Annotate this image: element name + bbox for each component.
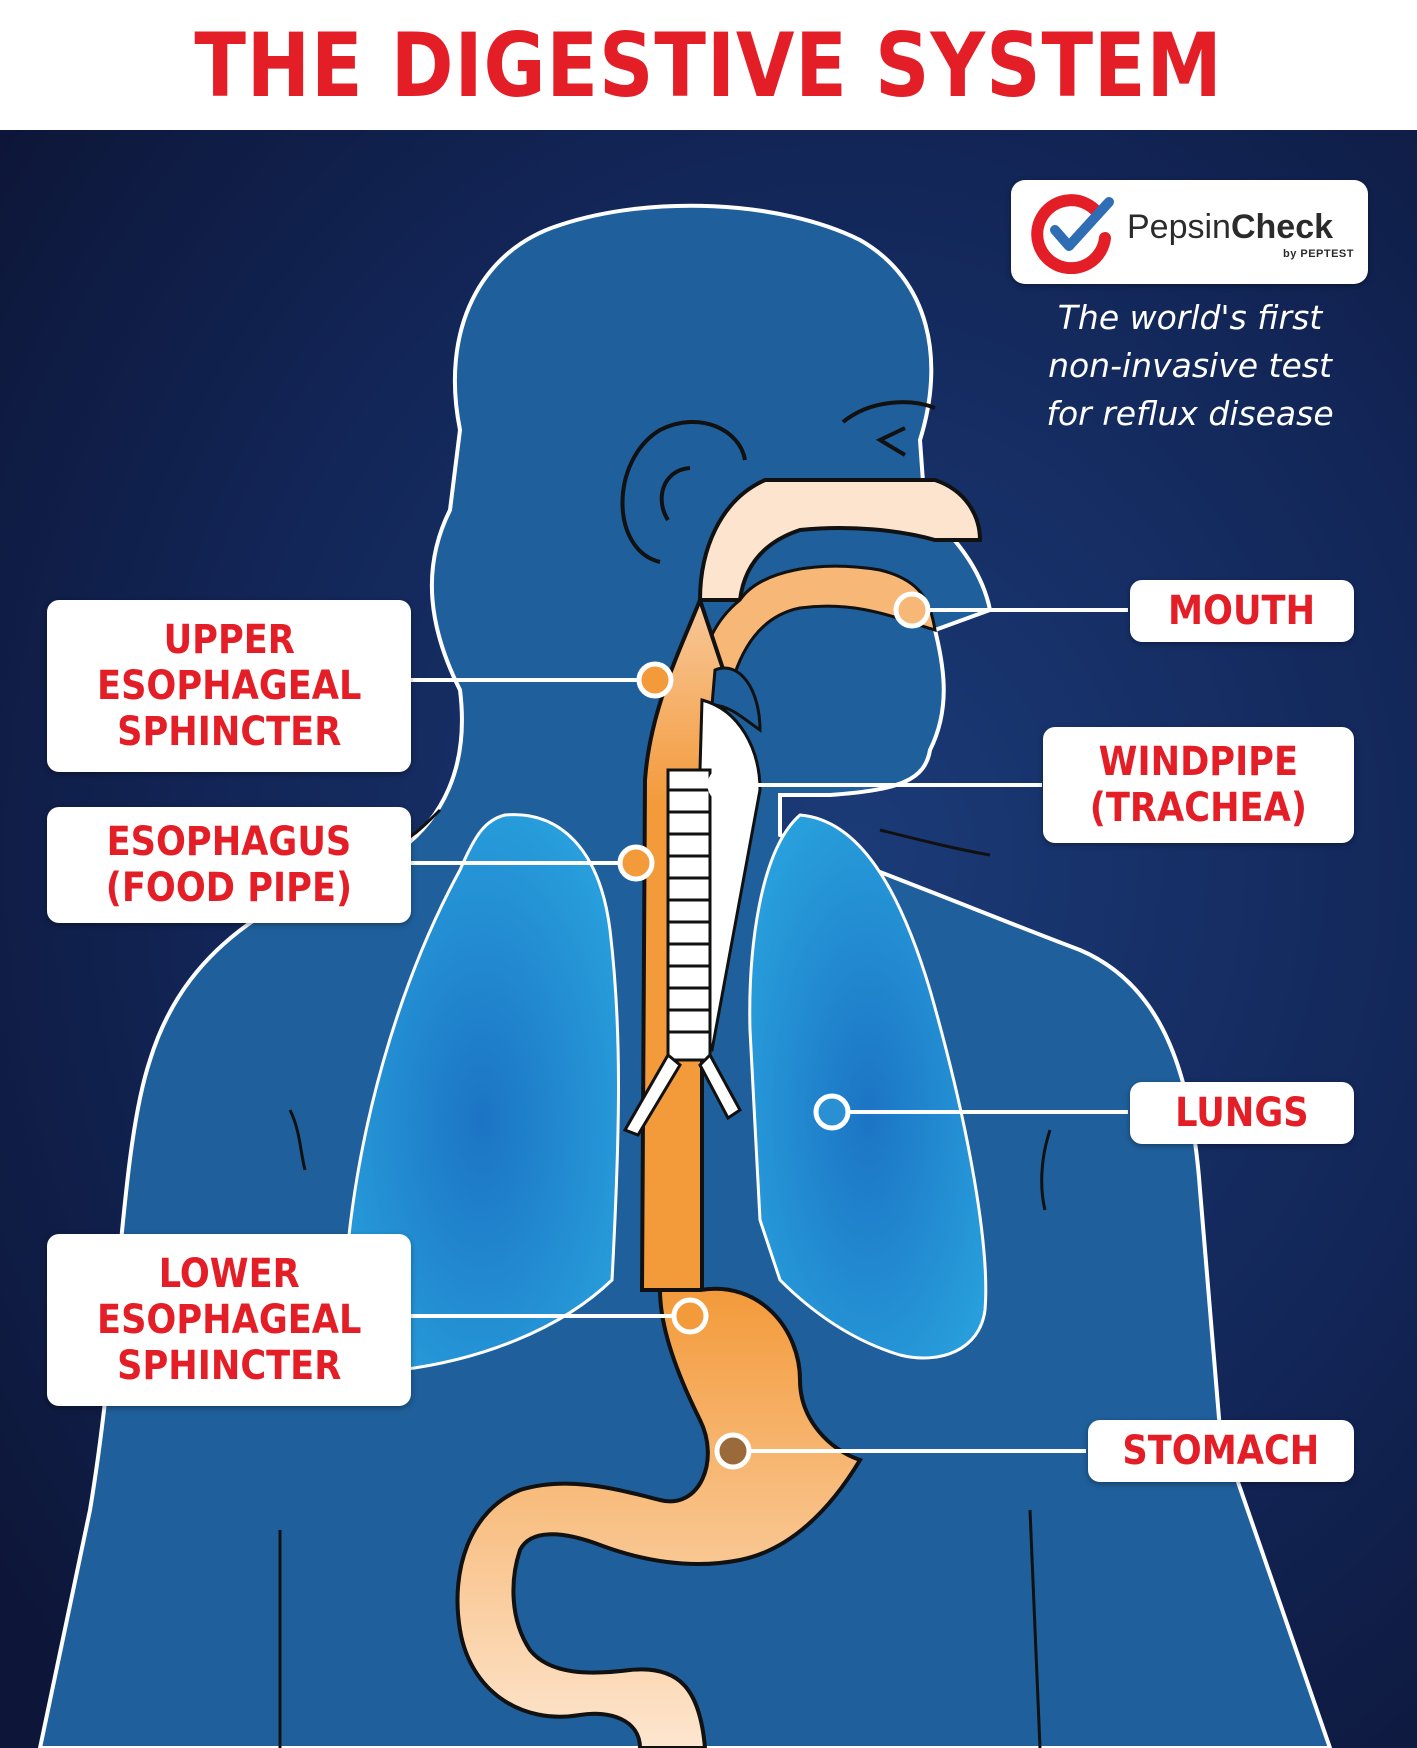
diagram-scene: UPPER ESOPHAGEAL SPHINCTER ESOPHAGUS (FO… — [0, 130, 1417, 1748]
label-markers — [617, 591, 931, 1470]
logo-byline: by PEPTEST — [1282, 248, 1354, 260]
label-mouth: MOUTH — [1130, 580, 1354, 642]
label-stomach: STOMACH — [1088, 1420, 1354, 1482]
label-stomach-text: STOMACH — [1122, 1428, 1320, 1474]
label-lungs: LUNGS — [1130, 1082, 1354, 1144]
marker-stomach — [714, 1432, 752, 1470]
label-upper-esophageal-sphincter: UPPER ESOPHAGEAL SPHINCTER — [47, 600, 411, 772]
tagline: The world's first non-invasive test for … — [1046, 298, 1334, 433]
label-lower-esophageal-sphincter-text: LOWER ESOPHAGEAL SPHINCTER — [96, 1251, 362, 1389]
nasal-cavity — [697, 478, 983, 602]
label-upper-esophageal-sphincter-text: UPPER ESOPHAGEAL SPHINCTER — [96, 617, 362, 755]
marker-lungs — [813, 1093, 851, 1131]
label-windpipe-text: WINDPIPE (TRACHEA) — [1089, 739, 1308, 831]
check-circle-icon — [1031, 194, 1114, 274]
label-lower-esophageal-sphincter: LOWER ESOPHAGEAL SPHINCTER — [47, 1234, 411, 1406]
right-lung — [748, 813, 988, 1360]
epiglottis — [710, 666, 762, 733]
marker-esophagus — [617, 844, 655, 882]
logo-name-bold: Check — [1230, 208, 1334, 246]
label-lungs-text: LUNGS — [1175, 1090, 1309, 1136]
marker-upper-sphincter — [636, 661, 674, 699]
logo-name-light: Pepsin — [1127, 208, 1231, 246]
label-esophagus-text: ESOPHAGUS (FOOD PIPE) — [105, 819, 353, 911]
label-mouth-text: MOUTH — [1168, 588, 1316, 634]
left-lung — [342, 813, 620, 1372]
pepsincheck-logo: PepsinCheck by PEPTEST — [1011, 180, 1368, 284]
leader-lines — [411, 608, 1128, 1453]
page-title: THE DIGESTIVE SYSTEM — [99, 0, 1318, 130]
label-windpipe: WINDPIPE (TRACHEA) — [1043, 727, 1354, 843]
anatomy-illustration — [0, 130, 1417, 1748]
label-esophagus: ESOPHAGUS (FOOD PIPE) — [47, 807, 411, 923]
logo-wordmark: PepsinCheck — [1127, 208, 1333, 247]
marker-windpipe — [707, 766, 745, 804]
marker-lower-sphincter — [671, 1297, 709, 1335]
ear — [620, 419, 747, 564]
eye — [841, 400, 936, 457]
stomach-organ — [455, 1286, 863, 1748]
marker-mouth — [893, 591, 931, 629]
